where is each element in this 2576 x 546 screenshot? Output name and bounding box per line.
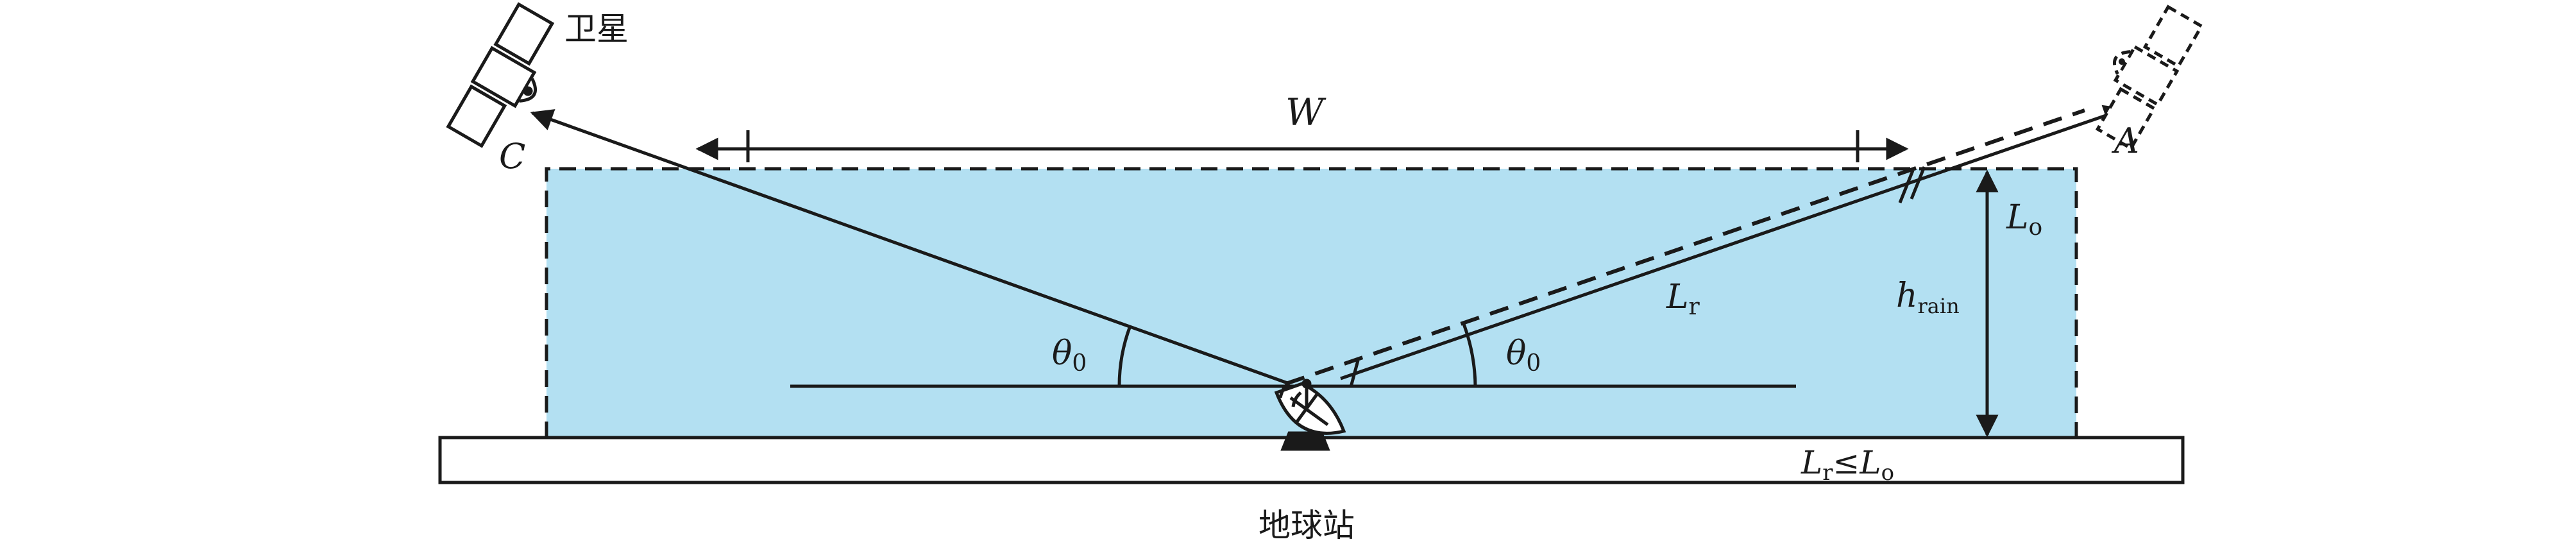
satellite-label: 卫星	[564, 10, 629, 47]
width-label: W	[1285, 90, 1326, 134]
earth-station-label: 地球站	[1258, 507, 1355, 544]
relation-label: Lr≤Lo	[1801, 444, 1894, 486]
signal-path-a	[1340, 105, 2127, 380]
break-mark	[1349, 360, 1360, 388]
rain-region-border	[545, 167, 2078, 438]
lo-label: Lo	[2006, 198, 2042, 241]
point-c-label: C	[499, 136, 525, 176]
signal-path-c	[530, 109, 1290, 386]
angle-arc-left	[1117, 325, 1132, 387]
satellite-c-icon	[446, 2, 555, 148]
lr-label: Lr	[1666, 278, 1700, 320]
angle-arc-right	[1462, 323, 1477, 387]
point-a-label: A	[2111, 121, 2139, 161]
dashed-path-a	[1285, 108, 2085, 386]
earth-station-dish-icon	[1274, 379, 1346, 451]
h-rain-label: hrain	[1896, 277, 1960, 318]
satellite-a-icon	[2095, 4, 2204, 151]
break-mark	[1910, 166, 1926, 200]
theta-left-label: θ0	[1052, 334, 1087, 377]
theta-right-label: θ0	[1506, 334, 1541, 377]
break-mark	[1898, 170, 1915, 203]
